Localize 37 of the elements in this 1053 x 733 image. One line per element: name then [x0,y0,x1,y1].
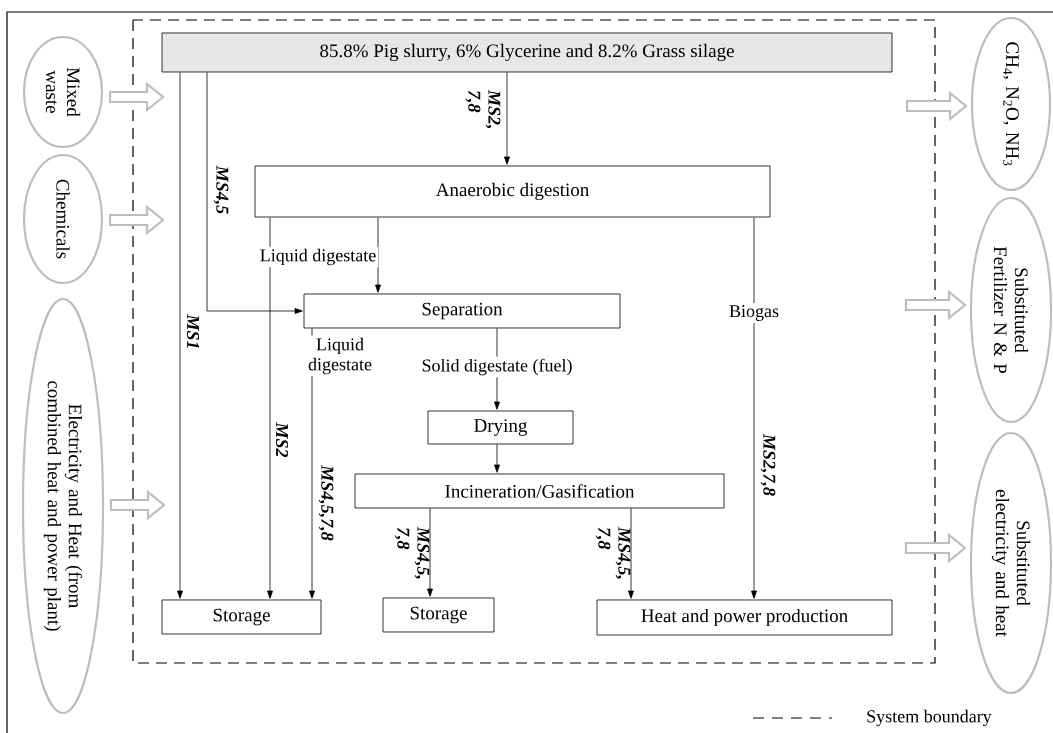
arrow [177,72,183,599]
arrow [628,508,634,599]
arrow [494,328,500,410]
flow-label: MS2,7,8 [760,433,776,496]
arrow [375,217,381,293]
block-arrow [905,90,968,122]
process-box: Heat and power production [596,599,893,636]
block-arrow [904,532,967,564]
arrow [494,444,500,473]
block-arrow [108,81,165,113]
edge-label: Solid digestate (fuel) [419,356,575,378]
edge-label: MS4,5, 7,8 [595,526,631,579]
process-box: Storage [382,597,495,633]
edge-label: Liquid digestate [257,246,379,268]
edge-label: MS4,5, 7,8 [394,526,430,579]
process-box: Anaerobic digestion [254,165,771,218]
process-box: 85.8% Pig slurry, 6% Glycerine and 8.2% Grass silage [161,32,893,73]
process-box: Incineration/Gasification [354,473,725,509]
process-box: Drying [427,410,574,445]
edge-label: MS1 [186,314,200,348]
edge-label: MS2, 7,8 [465,89,501,128]
arrow [751,217,757,599]
process-box: Storage [161,599,322,635]
process-box: Separation [303,293,621,329]
block-arrow [108,204,165,236]
edge-label: MS2 [275,422,289,458]
flow-label: MS4,5,7,8 [318,465,334,541]
arrow [427,508,433,597]
arrow [206,72,303,314]
block-arrow [904,289,967,321]
edge-label: Liquid digestate [298,335,382,377]
edge-label: MS4,5 [213,165,229,214]
legend-label: System boundary [867,709,992,727]
block-arrow [109,489,166,521]
arrow [267,217,273,599]
arrow [504,72,510,165]
edge-label: Biogas [727,303,781,323]
